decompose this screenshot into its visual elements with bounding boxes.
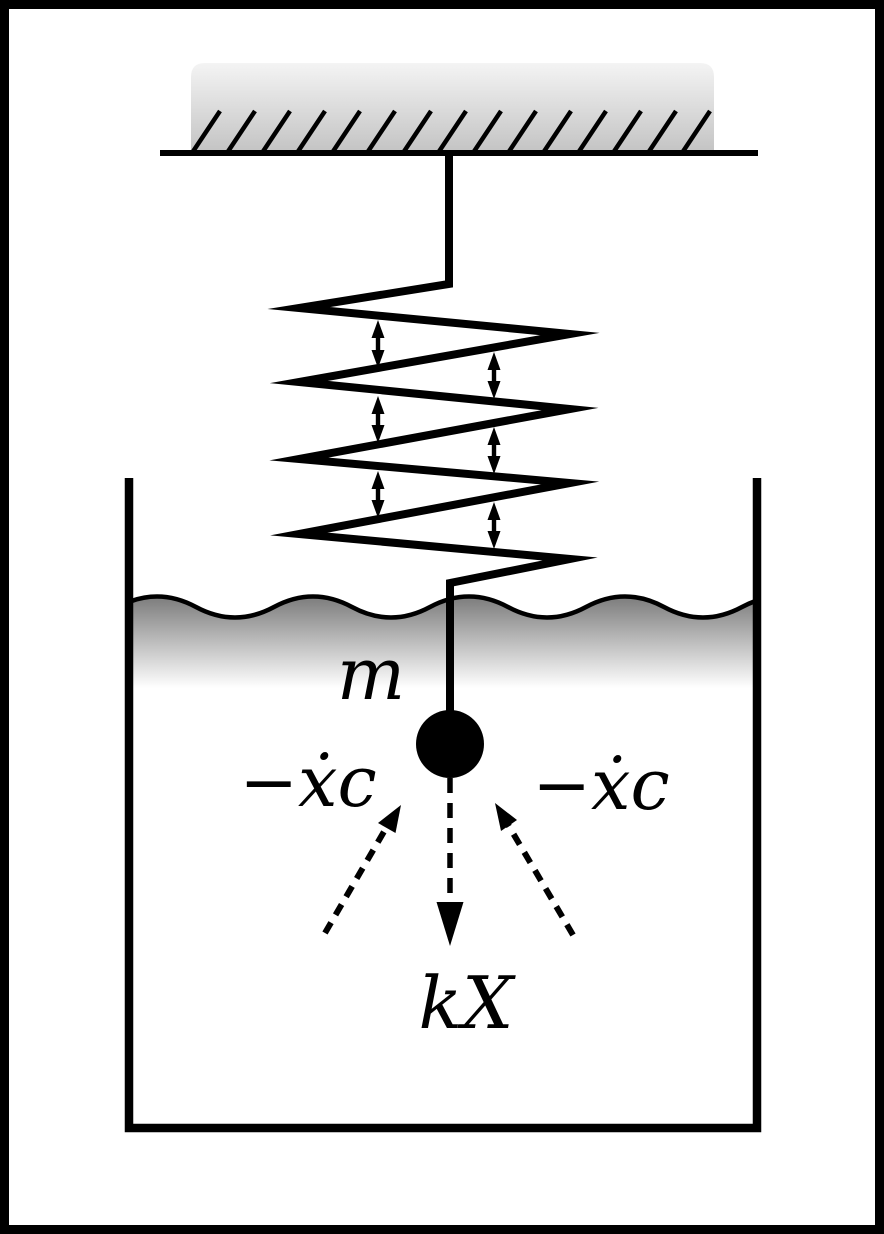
mass-label: m [337,632,405,716]
coil-gap-arrow [487,502,501,549]
coil-gap-arrow [371,471,385,518]
fluid-container [124,478,762,1133]
damping-arrow-left-head [378,805,401,833]
hatch-line [506,109,538,155]
coil-gap-arrow [371,396,385,443]
fluid-surface-wave [131,594,755,620]
hatch-line [646,109,678,155]
hatch-line [611,109,643,155]
hatch-line [225,109,257,155]
hatch-line [365,109,397,155]
mass-circle [416,710,484,778]
coil-gap-arrow [371,320,385,368]
hatch-line [330,109,362,155]
hatch-line [471,109,503,155]
hatch-line [680,109,712,155]
hatch-line [436,109,468,155]
ceiling-block [191,63,714,153]
coil-gap-arrow [487,352,501,399]
damping-label-right: −ẋc [532,744,669,826]
hatch-line [576,109,608,155]
damping-arrow-left [322,805,401,935]
fluid-gradient-band [131,596,755,740]
spring-gap-arrows [371,320,501,549]
damping-label-left: −ẋc [239,741,376,823]
fluid [131,594,755,740]
spring [267,153,600,713]
hatch-line [260,109,292,155]
damping-arrow-right-shaft [504,821,576,937]
hatch-line [541,109,573,155]
coil-gap-arrow [487,427,501,474]
hatch-line [190,109,222,155]
hatch-line [295,109,327,155]
ceiling-hatching [190,109,712,155]
spring-force-arrow [436,778,464,946]
damping-arrow-right-head [495,803,517,831]
spring-force-arrowhead [436,902,464,946]
damping-arrow-left-shaft [322,821,392,935]
ceiling-block-body [191,63,714,153]
spring-force-label: kX [419,961,517,1045]
damping-arrow-right [495,803,576,937]
hatch-line [401,109,433,155]
